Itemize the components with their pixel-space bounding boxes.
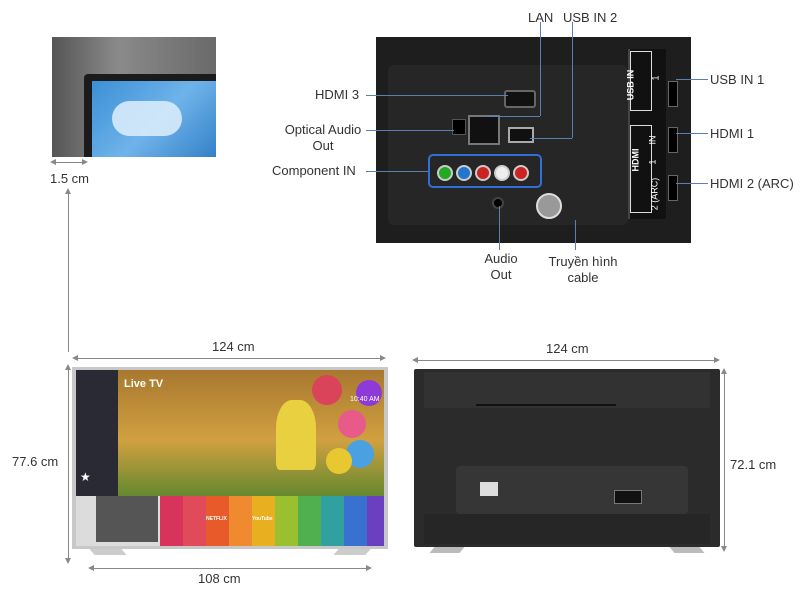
component-port-y (437, 165, 453, 181)
stand-width-label: 108 cm (198, 571, 241, 586)
lan-label: LAN (528, 10, 554, 25)
hdmi-2-arc-label: HDMI 2 (ARC) (710, 176, 794, 191)
lan-port (468, 115, 500, 145)
component-port-pb (456, 165, 472, 181)
usb-num-marking: 1 (650, 75, 661, 81)
usb-in-2-label: USB IN 2 (563, 10, 618, 25)
component-port-pr (475, 165, 491, 181)
audio-port-l (494, 165, 510, 181)
live-tv-title: Live TV (124, 378, 164, 390)
front-width-label: 124 cm (212, 339, 255, 354)
optical-audio-out-label: Optical Audio Out (284, 122, 362, 153)
hdmi-3-port (504, 90, 536, 108)
netflix-tile-label: NETFLIX (206, 516, 227, 522)
component-highlight-box (428, 154, 542, 188)
usb-in-marking: USB IN (625, 69, 636, 101)
hdmi-in-marking: IN (647, 135, 658, 145)
back-width-label: 124 cm (546, 341, 589, 356)
back-height-label: 72.1 cm (730, 457, 777, 472)
optical-port (452, 119, 466, 135)
antenna-port (536, 193, 562, 219)
usb-in-1-label: USB IN 1 (710, 72, 765, 87)
audio-out-label: Audio Out (484, 251, 518, 282)
rear-panel-photo: USB IN 1 HDMI IN 1 2 (ARC) (376, 37, 691, 243)
hdmi-3-label: HDMI 3 (315, 87, 360, 102)
hdmi-2arc-marking: 2 (ARC) (649, 177, 660, 211)
usb-2-port (508, 127, 534, 143)
bezel-closeup (52, 37, 216, 157)
hdmi-marking: HDMI (630, 148, 641, 172)
audio-port-r (513, 165, 529, 181)
hdmi-1-marking: 1 (647, 159, 658, 165)
star-icon: ★ (80, 470, 91, 484)
clock-text: 10:40 AM (350, 396, 380, 403)
bezel-screen-image (92, 81, 216, 157)
front-height-label: 77.6 cm (12, 454, 59, 469)
youtube-tile-label: YouTube (252, 516, 273, 522)
audio-out-jack (492, 197, 504, 209)
cable-tv-label: Truyền hình cable (548, 254, 618, 285)
thickness-label: 1.5 cm (50, 171, 90, 186)
hdmi-1-label: HDMI 1 (710, 126, 755, 141)
component-in-label: Component IN (272, 163, 356, 178)
